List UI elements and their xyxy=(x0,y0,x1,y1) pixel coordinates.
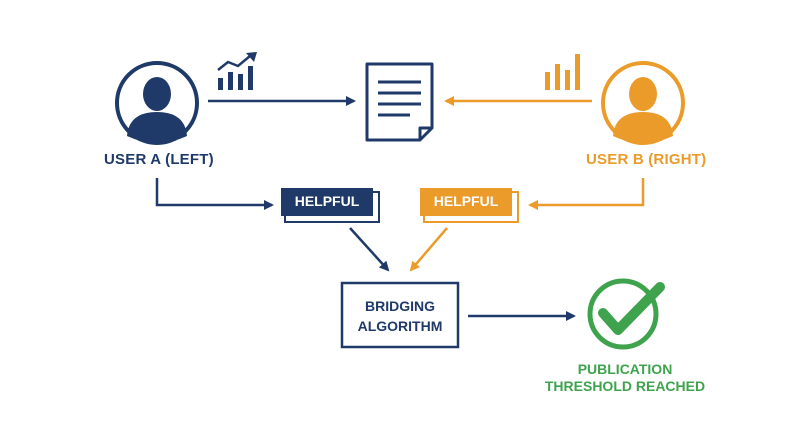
algorithm-label: BRIDGING ALGORITHM xyxy=(342,296,458,336)
arrow-user-b-to-helpful xyxy=(528,178,645,210)
user-a-avatar xyxy=(115,61,199,145)
person-icon xyxy=(613,77,673,143)
arrow-helpful-b-to-algorithm xyxy=(409,227,448,272)
bar-chart-icon xyxy=(545,54,580,90)
helpful-badge-b xyxy=(420,188,519,223)
result-label: PUBLICATION THRESHOLD REACHED xyxy=(540,361,710,395)
arrow-helpful-a-to-algorithm xyxy=(349,227,390,272)
algorithm-label-line1: BRIDGING xyxy=(365,298,435,314)
document-icon xyxy=(365,62,434,142)
user-a-label: USER A (LEFT) xyxy=(104,151,214,168)
arrow-user-a-to-helpful xyxy=(155,178,274,210)
checkmark-circle-icon xyxy=(587,278,665,350)
algorithm-label-line2: ALGORITHM xyxy=(357,318,443,334)
helpful-label-a: HELPFUL xyxy=(294,193,360,209)
person-icon xyxy=(127,77,187,143)
result-label-line2: THRESHOLD REACHED xyxy=(544,378,706,394)
helpful-badge-a xyxy=(281,188,380,223)
result-label-line1: PUBLICATION xyxy=(577,361,673,377)
algorithm-box xyxy=(340,281,460,349)
user-b-avatar xyxy=(601,61,685,145)
user-b-label: USER B (RIGHT) xyxy=(586,151,707,168)
rising-bar-chart-icon xyxy=(217,52,257,90)
helpful-label-b: HELPFUL xyxy=(433,193,499,209)
